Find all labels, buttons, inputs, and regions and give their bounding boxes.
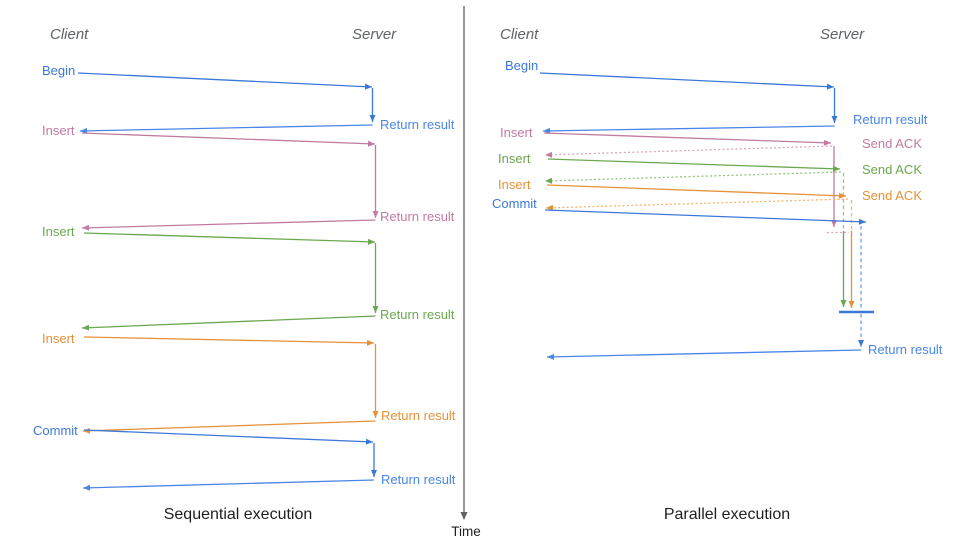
seq-insert3-request-line xyxy=(83,336,375,346)
par-insert3-request-line xyxy=(546,184,847,199)
par-commit-return-label: Return result xyxy=(868,342,943,357)
seq-insert2-request-line xyxy=(83,232,376,245)
seq-insert3-message: Insert Return result xyxy=(42,331,456,434)
par-begin-request-line xyxy=(539,72,835,90)
sequential-title: Sequential execution xyxy=(164,506,313,523)
seq-begin-return-label: Return result xyxy=(380,117,455,132)
seq-begin-message: Begin Return result xyxy=(42,63,455,134)
parallel-panel: Client Server Begin Return result Insert… xyxy=(492,26,943,523)
seq-commit-request-line xyxy=(83,429,374,445)
par-insert1-request-line xyxy=(543,132,832,146)
par-insert3-message: Insert Send ACK xyxy=(498,177,922,308)
par-insert2-ack-label: Send ACK xyxy=(862,162,922,177)
seq-insert2-return-line xyxy=(81,315,376,331)
par-insert2-request-line xyxy=(547,158,841,172)
seq-insert1-request-line xyxy=(81,132,376,147)
seq-insert3-label: Insert xyxy=(42,331,75,346)
time-axis-label: Time xyxy=(451,524,481,539)
sequential-panel: Client Server Begin Return result Insert… xyxy=(33,26,456,523)
par-insert1-label: Insert xyxy=(500,125,533,140)
seq-insert2-label: Insert xyxy=(42,224,75,239)
par-insert3-label: Insert xyxy=(498,177,531,192)
par-commit-label: Commit xyxy=(492,196,537,211)
par-insert3-ack-label: Send ACK xyxy=(862,188,922,203)
time-axis: Time xyxy=(451,6,481,539)
seq-insert3-return-label: Return result xyxy=(381,408,456,423)
par-begin-return-label: Return result xyxy=(853,112,928,127)
seq-commit-message: Commit Return result xyxy=(33,423,456,491)
seq-insert1-return-label: Return result xyxy=(380,209,455,224)
par-begin-return-line xyxy=(542,125,835,134)
seq-begin-request-line xyxy=(77,72,373,90)
par-insert1-ack-line xyxy=(544,145,833,158)
par-insert1-ack-label: Send ACK xyxy=(862,136,922,151)
seq-commit-return-label: Return result xyxy=(381,472,456,487)
seq-insert1-return-line xyxy=(81,219,376,231)
par-commit-return-line xyxy=(546,349,862,360)
par-insert2-label: Insert xyxy=(498,151,531,166)
par-insert2-ack-line xyxy=(544,171,842,184)
seq-commit-return-line xyxy=(82,479,375,491)
seq-begin-return-line xyxy=(79,124,373,134)
seq-begin-label: Begin xyxy=(42,63,75,78)
seq-commit-label: Commit xyxy=(33,423,78,438)
parallel-title: Parallel execution xyxy=(664,506,790,523)
seq-insert1-label: Insert xyxy=(42,123,75,138)
seq-insert2-message: Insert Return result xyxy=(42,224,455,331)
par-commit-request-line xyxy=(544,209,867,225)
par-insert3-ack-line xyxy=(545,198,849,211)
sequential-server-header: Server xyxy=(352,26,397,43)
par-begin-label: Begin xyxy=(505,58,538,73)
par-insert1-message: Insert Send ACK xyxy=(500,125,922,234)
parallel-server-header: Server xyxy=(820,26,865,43)
par-begin-message: Begin Return result xyxy=(505,58,928,134)
par-commit-message: Commit Return result xyxy=(492,196,943,360)
parallel-client-header: Client xyxy=(500,26,539,43)
par-insert2-message: Insert Send ACK xyxy=(498,151,922,307)
seq-insert1-message: Insert Return result xyxy=(42,123,455,231)
seq-insert2-return-label: Return result xyxy=(380,307,455,322)
seq-insert3-return-line xyxy=(82,420,376,434)
sequential-client-header: Client xyxy=(50,26,89,43)
